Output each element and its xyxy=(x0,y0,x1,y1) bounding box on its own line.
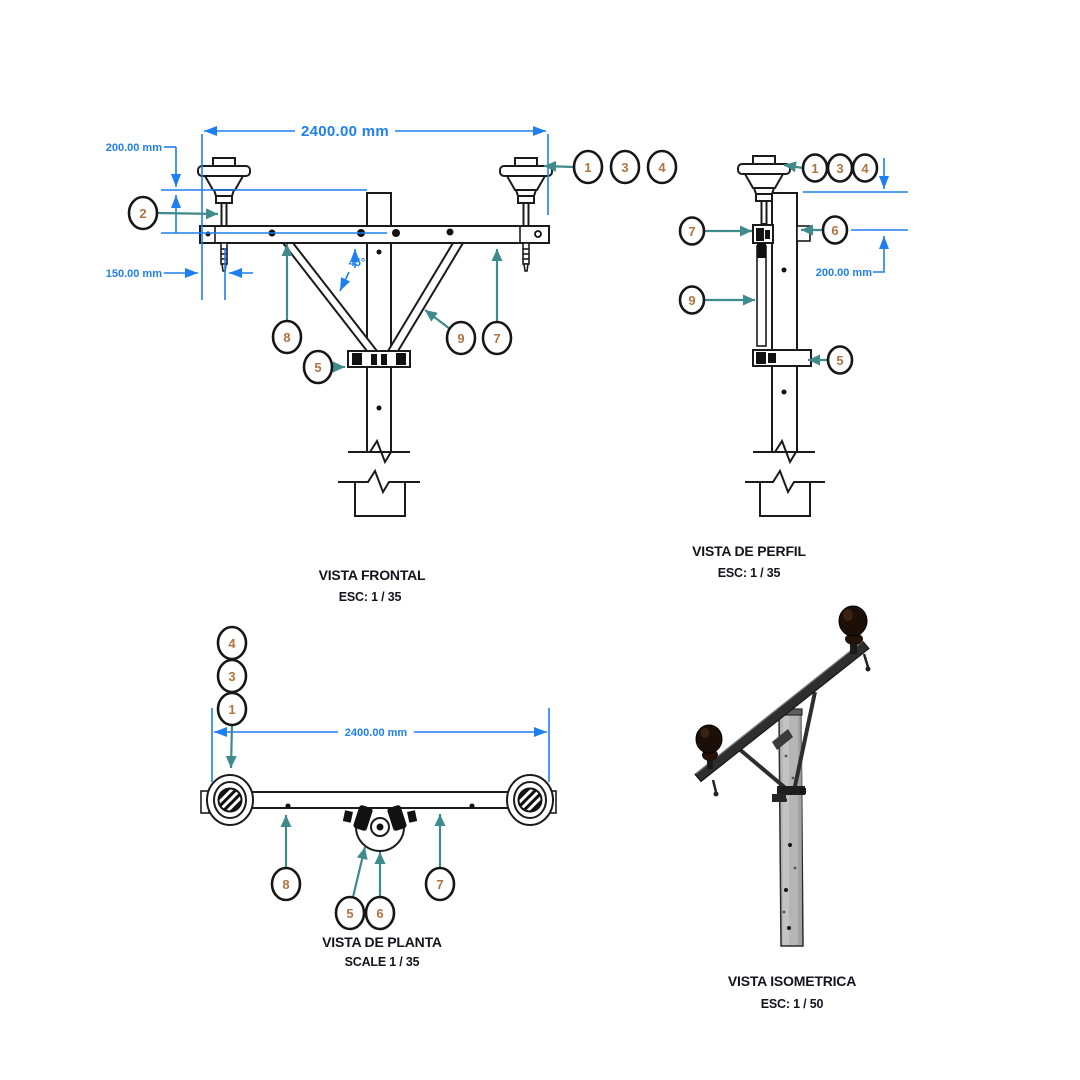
iso-pole-clamp xyxy=(772,786,806,802)
svg-text:6: 6 xyxy=(376,906,383,921)
plan-dim-arm-length: 2400.00 mm xyxy=(211,708,550,782)
profile-view: 200.00 mm 1 3 4 7 6 9 5 xyxy=(678,153,908,580)
balloon-front-9: 9 xyxy=(424,309,477,356)
isometric-view-scale: ESC: 1 / 50 xyxy=(761,997,824,1011)
profile-pole-base-section xyxy=(745,468,825,517)
svg-text:9: 9 xyxy=(688,293,695,308)
profile-pole-break-line xyxy=(753,438,815,465)
front-view-scale: ESC: 1 / 35 xyxy=(339,590,402,604)
balloon-plan-8: 8 xyxy=(270,815,302,902)
balloon-front-5: 5 xyxy=(302,349,345,385)
front-insulator-right xyxy=(499,157,553,272)
balloon-profile-7: 7 xyxy=(678,216,752,246)
front-dim-pin-height: 200.00 mm xyxy=(106,142,387,234)
front-dim-pin-height-text: 200.00 mm xyxy=(106,142,162,154)
svg-text:5: 5 xyxy=(836,353,843,368)
plan-view: 2400.00 mm 4 3 1 8 7 5 xyxy=(200,625,557,969)
balloon-plan-5: 5 xyxy=(334,846,368,931)
svg-text:7: 7 xyxy=(493,331,500,346)
balloon-profile-6: 6 xyxy=(801,215,849,245)
front-pole-break-line xyxy=(348,438,410,465)
svg-text:1: 1 xyxy=(811,161,818,176)
front-brace-clamp xyxy=(347,350,411,368)
svg-text:9: 9 xyxy=(457,331,464,346)
balloon-plan-6: 6 xyxy=(364,852,396,931)
iso-insulator-left xyxy=(695,724,723,797)
svg-text:4: 4 xyxy=(228,636,236,651)
front-dim-brace-angle-text: 45° xyxy=(349,257,366,269)
front-view-title: VISTA FRONTAL xyxy=(319,567,426,583)
svg-text:5: 5 xyxy=(314,360,321,375)
svg-text:4: 4 xyxy=(658,160,666,175)
front-pole-base-section xyxy=(338,468,420,517)
profile-brace-edge xyxy=(756,243,767,347)
plan-pole-clamp xyxy=(342,805,418,837)
balloon-profile-1-3-4: 1 3 4 xyxy=(783,153,879,183)
front-dim-end-offset-text: 150.00 mm xyxy=(106,268,162,280)
svg-text:8: 8 xyxy=(283,330,290,345)
iso-insulator-right xyxy=(838,605,871,672)
iso-crossarm xyxy=(694,640,870,783)
svg-text:3: 3 xyxy=(228,669,235,684)
isometric-view: VISTA ISOMETRICA ESC: 1 / 50 xyxy=(694,605,871,1011)
front-dim-end-offset: 150.00 mm xyxy=(106,248,253,300)
profile-dim-drop-text: 200.00 mm xyxy=(816,267,872,279)
plan-view-title: VISTA DE PLANTA xyxy=(322,934,442,950)
profile-view-title: VISTA DE PERFIL xyxy=(692,543,806,559)
balloon-plan-4-3-1: 4 3 1 xyxy=(216,625,248,769)
balloon-front-8: 8 xyxy=(271,244,303,355)
svg-text:7: 7 xyxy=(436,877,443,892)
balloon-profile-9: 9 xyxy=(678,285,755,315)
svg-text:2: 2 xyxy=(139,206,146,221)
plan-insulator-right xyxy=(506,774,554,826)
svg-text:1: 1 xyxy=(228,702,235,717)
plan-insulator-left xyxy=(206,774,254,826)
svg-text:4: 4 xyxy=(861,161,869,176)
profile-pole xyxy=(753,192,815,465)
front-view: 2400.00 mm 200.00 mm 150.00 mm 45° 2 xyxy=(106,123,678,604)
iso-braces xyxy=(736,691,817,793)
front-dim-arm-length: 2400.00 mm xyxy=(201,123,549,300)
front-dim-arm-length-text: 2400.00 mm xyxy=(301,123,389,140)
svg-text:1: 1 xyxy=(584,160,591,175)
profile-brace-clamp xyxy=(752,349,812,367)
front-dim-brace-angle: 45° xyxy=(339,249,366,292)
plan-view-scale: SCALE 1 / 35 xyxy=(345,955,420,969)
profile-view-scale: ESC: 1 / 35 xyxy=(718,566,781,580)
svg-text:3: 3 xyxy=(621,160,628,175)
balloon-plan-7: 7 xyxy=(424,814,456,902)
svg-text:3: 3 xyxy=(836,161,843,176)
svg-text:5: 5 xyxy=(346,906,353,921)
isometric-view-title: VISTA ISOMETRICA xyxy=(728,973,856,989)
front-crossarm xyxy=(199,225,550,244)
profile-dim-drop: 200.00 mm xyxy=(803,158,908,279)
svg-text:6: 6 xyxy=(831,223,838,238)
svg-text:8: 8 xyxy=(282,877,289,892)
balloon-profile-5: 5 xyxy=(808,345,854,375)
balloon-front-1-3-4: 1 3 4 xyxy=(543,149,678,185)
balloon-front-2: 2 xyxy=(127,195,219,231)
svg-text:7: 7 xyxy=(688,224,695,239)
balloon-front-7: 7 xyxy=(481,249,513,356)
plan-dim-arm-length-text: 2400.00 mm xyxy=(345,727,408,739)
